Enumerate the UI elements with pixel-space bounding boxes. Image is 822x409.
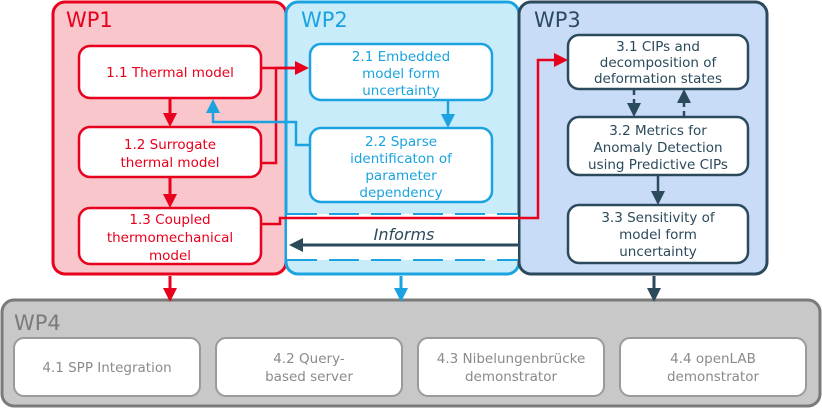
wp4-box-4-label-line1: 4.4 openLAB (670, 351, 756, 367)
box-2-1-label-line3: uncertainty (362, 83, 440, 99)
box-2-2-label-line3: parameter (365, 168, 437, 184)
box-1-3-label-line2: thermomechanical (107, 230, 233, 246)
wp4-box-2 (215, 337, 403, 397)
box-3-3-label-line1: 3.3 Sensitivity of (601, 210, 716, 226)
wp4-box-2-label-line1: 4.2 Query- (273, 351, 345, 367)
wp4-title: WP4 (14, 311, 61, 335)
informs-label: Informs (374, 225, 435, 244)
box-3-3-label-line3: uncertainty (619, 244, 697, 260)
box-2-2-label-line4: dependency (359, 185, 442, 201)
wp3-title: WP3 (534, 8, 581, 32)
informs-band (287, 214, 518, 260)
wp4-panel (0, 298, 822, 408)
box-2-1-label-line2: model form (362, 66, 440, 82)
wp1-title: WP1 (66, 8, 113, 32)
box-3-2-label-line3: using Predictive CIPs (588, 157, 728, 173)
wp4-box-1 (13, 337, 201, 397)
box-1-3-label-line1: 1.3 Coupled (129, 212, 210, 228)
box-1-3 (77, 206, 263, 266)
wp4-box-1-label: 4.1 SPP Integration (42, 360, 171, 376)
box-1-3-label-line3: model (149, 248, 191, 264)
box-3-2-label-line1: 3.2 Metrics for (609, 123, 707, 139)
wp4-box-4 (619, 337, 807, 397)
box-2-1-label-line1: 2.1 Embedded (352, 49, 450, 65)
box-2-2 (308, 126, 494, 204)
wp2-title: WP2 (301, 8, 348, 32)
wp4-box-3-label-line1: 4.3 Nibelungenbrücke (437, 351, 586, 367)
box-2-2-label-line2: identificaton of (350, 151, 453, 167)
wp4-box-3 (417, 337, 605, 397)
box-3-3 (566, 203, 750, 265)
box-1-2-label-line2: thermal model (121, 155, 220, 171)
arrow-1-3-to-3-1 (261, 53, 568, 226)
wp4-box-2-label-line2: based server (265, 369, 353, 385)
box-3-1-label-line2: decomposition of (600, 55, 718, 71)
box-3-1 (566, 33, 750, 91)
box-2-1 (308, 42, 494, 102)
box-1-2-label-line1: 1.2 Surrogate (124, 137, 216, 153)
box-3-2-label-line2: Anomaly Detection (593, 140, 722, 156)
box-2-2-label-line1: 2.2 Sparse (365, 134, 437, 150)
box-3-1-label-line1: 3.1 CIPs and (616, 39, 700, 55)
box-1-1-label: 1.1 Thermal model (106, 65, 234, 81)
arrow-2-2-to-1-1 (206, 99, 310, 147)
box-3-1-label-line3: deformation states (594, 71, 722, 87)
box-3-3-label-line2: model form (619, 227, 697, 243)
wp4-box-4-label-line2: demonstrator (667, 369, 760, 385)
wp4-box-3-label-line2: demonstrator (465, 369, 558, 385)
